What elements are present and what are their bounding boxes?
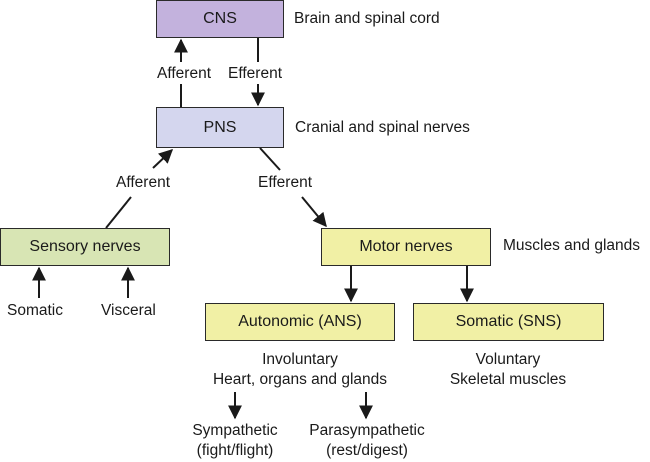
motor-nerves-node: Motor nerves bbox=[321, 228, 491, 266]
somatic-input-label: Somatic bbox=[7, 302, 63, 319]
sns-description-line-2: Skeletal muscles bbox=[449, 371, 567, 388]
pns-sensory-afferent-label: Afferent bbox=[116, 174, 171, 191]
cns-node: CNS bbox=[156, 0, 284, 38]
cns-pns-afferent-label: Afferent bbox=[157, 65, 212, 82]
sympathetic-branch: Sympathetic (fight/flight) bbox=[175, 421, 295, 461]
motor-description: Muscles and glands bbox=[503, 237, 640, 254]
arrow-pns-to-motor bbox=[259, 147, 281, 171]
parasympathetic-detail: (rest/digest) bbox=[326, 442, 408, 459]
pns-label: PNS bbox=[203, 118, 237, 136]
cns-pns-efferent-label: Efferent bbox=[228, 65, 283, 82]
arrow-pns-to-motor-head bbox=[301, 196, 327, 228]
cns-label: CNS bbox=[203, 10, 237, 27]
autonomic-ans-node: Autonomic (ANS) bbox=[205, 303, 395, 341]
arrow-sensory-to-pns bbox=[105, 196, 132, 229]
somatic-sns-label: Somatic (SNS) bbox=[455, 313, 562, 330]
arrow-sensory-to-pns-head bbox=[152, 149, 174, 169]
somatic-sns-node: Somatic (SNS) bbox=[413, 303, 604, 341]
autonomic-ans-label: Autonomic (ANS) bbox=[238, 313, 362, 330]
sensory-nerves-label: Sensory nerves bbox=[29, 238, 141, 255]
ans-description-line-1: Involuntary bbox=[262, 351, 338, 368]
sns-description-line-1: Voluntary bbox=[475, 351, 541, 368]
parasympathetic-branch: Parasympathetic (rest/digest) bbox=[292, 421, 442, 461]
sympathetic-name: Sympathetic bbox=[192, 422, 278, 439]
visceral-input-label: Visceral bbox=[101, 302, 156, 319]
cns-description: Brain and spinal cord bbox=[294, 10, 440, 27]
motor-nerves-label: Motor nerves bbox=[359, 238, 453, 255]
pns-motor-efferent-label: Efferent bbox=[258, 174, 313, 191]
sns-description: Voluntary Skeletal muscles bbox=[418, 350, 598, 390]
parasympathetic-name: Parasympathetic bbox=[309, 422, 425, 439]
pns-description: Cranial and spinal nerves bbox=[295, 119, 470, 136]
ans-description: Involuntary Heart, organs and glands bbox=[160, 350, 440, 390]
sensory-nerves-node: Sensory nerves bbox=[0, 228, 170, 266]
ans-description-line-2: Heart, organs and glands bbox=[212, 371, 388, 388]
pns-node: PNS bbox=[156, 107, 284, 148]
sympathetic-detail: (fight/flight) bbox=[196, 442, 274, 459]
